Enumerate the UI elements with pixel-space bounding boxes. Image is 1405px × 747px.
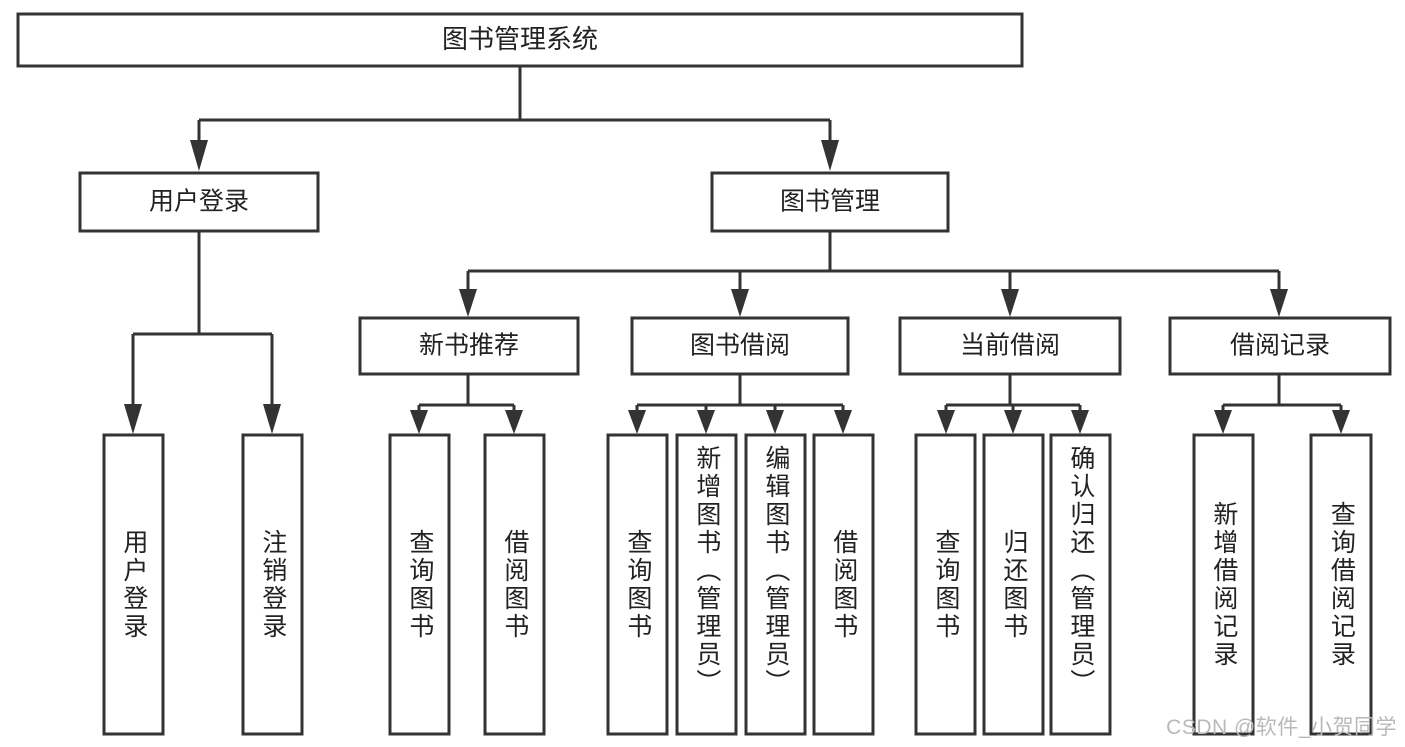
node-book-manage[interactable]: 图书管理 xyxy=(710,171,950,233)
arrow-head-leaf-confirm-return xyxy=(1071,410,1089,434)
arrow-head-leaf-query-book-3 xyxy=(937,410,955,434)
node-root-label: 图书管理系统 xyxy=(442,24,598,54)
arrow-head-current-borrow xyxy=(1001,289,1019,317)
node-user-login-label: 用户登录 xyxy=(149,188,249,216)
node-current-borrow-label: 当前借阅 xyxy=(960,332,1060,360)
node-leaf-query-book-3-box[interactable] xyxy=(914,433,977,736)
arrow-head-leaf-query-record xyxy=(1332,410,1350,434)
node-new-book-recommend-label: 新书推荐 xyxy=(419,332,519,360)
node-leaf-confirm-return-box[interactable] xyxy=(1049,433,1112,736)
node-new-book-recommend-box[interactable] xyxy=(358,316,580,376)
node-leaf-user-login-box[interactable] xyxy=(102,433,165,736)
node-leaf-borrow-book-2-box[interactable] xyxy=(812,433,875,736)
arrow-head-leaf-borrow-book-1 xyxy=(505,410,523,434)
arrow-head-leaf-query-book-1 xyxy=(410,410,428,434)
node-current-borrow[interactable]: 当前借阅 xyxy=(898,316,1122,376)
leaf-boxes-layer xyxy=(102,433,1373,736)
arrow-head-leaf-user-login xyxy=(124,404,142,434)
arrow-head-leaf-add-book xyxy=(697,410,715,434)
arrow-head-borrow-record xyxy=(1270,289,1288,317)
arrow-head-leaf-borrow-book-2 xyxy=(834,410,852,434)
csdn-watermark: CSDN @软件_小贺同学 xyxy=(1166,716,1397,739)
node-leaf-add-book-box[interactable] xyxy=(675,433,738,736)
arrow-head-leaf-edit-book xyxy=(766,410,784,434)
arrow-head-leaf-add-record xyxy=(1214,410,1232,434)
node-root[interactable]: 图书管理系统 xyxy=(16,12,1024,68)
arrow-head-book-borrow xyxy=(731,289,749,317)
node-book-borrow-label: 图书借阅 xyxy=(690,332,790,360)
node-leaf-query-book-2-box[interactable] xyxy=(606,433,669,736)
node-leaf-add-record-box[interactable] xyxy=(1192,433,1255,736)
node-borrow-record-box[interactable] xyxy=(1168,316,1392,376)
node-root-box[interactable] xyxy=(16,12,1024,68)
arrow-head-leaf-query-book-2 xyxy=(628,410,646,434)
node-current-borrow-box[interactable] xyxy=(898,316,1122,376)
arrow-head-book-manage xyxy=(821,140,839,171)
node-book-manage-label: 图书管理 xyxy=(780,188,880,216)
node-borrow-record[interactable]: 借阅记录 xyxy=(1168,316,1392,376)
node-leaf-borrow-book-1-box[interactable] xyxy=(483,433,546,736)
arrow-head-user-login xyxy=(190,140,208,171)
node-leaf-query-record-box[interactable] xyxy=(1309,433,1373,736)
arrow-head-leaf-user-logout xyxy=(263,404,281,434)
node-leaf-query-book-1-box[interactable] xyxy=(388,433,451,736)
node-book-borrow-box[interactable] xyxy=(630,316,850,376)
connectors-layer xyxy=(124,66,1350,434)
node-leaf-user-logout-box[interactable] xyxy=(241,433,304,736)
arrow-head-leaf-return-book xyxy=(1004,410,1022,434)
arrow-head-new-book-recommend xyxy=(459,289,477,317)
node-leaf-edit-book-box[interactable] xyxy=(744,433,807,736)
node-user-login-box[interactable] xyxy=(78,171,320,233)
node-new-book-recommend[interactable]: 新书推荐 xyxy=(358,316,580,376)
node-leaf-return-book-box[interactable] xyxy=(982,433,1045,736)
node-book-borrow[interactable]: 图书借阅 xyxy=(630,316,850,376)
node-book-manage-box[interactable] xyxy=(710,171,950,233)
node-borrow-record-label: 借阅记录 xyxy=(1230,332,1330,360)
node-user-login[interactable]: 用户登录 xyxy=(78,171,320,233)
